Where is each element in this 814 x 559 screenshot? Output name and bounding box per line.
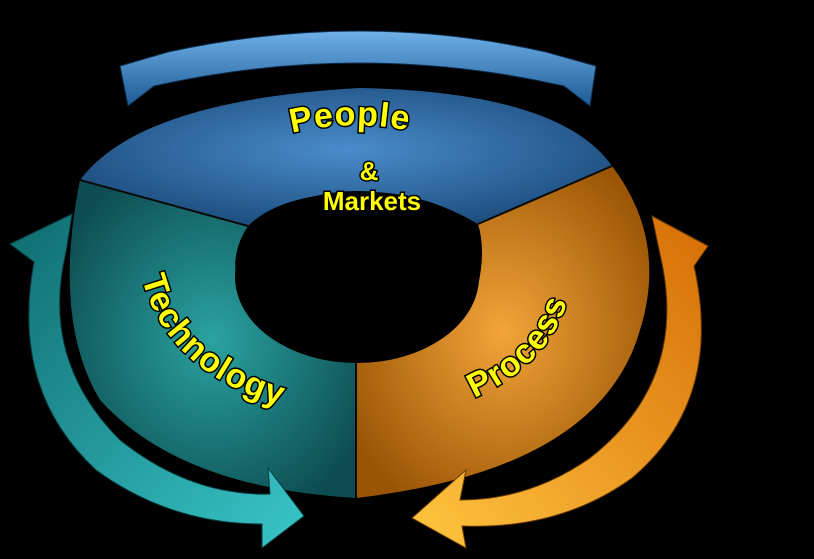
ring <box>69 88 650 498</box>
label-ampersand: & <box>360 156 379 186</box>
segment-process <box>356 166 650 498</box>
label-markets: Markets <box>323 186 421 216</box>
center-hole <box>235 191 479 363</box>
left-arrow <box>9 213 305 550</box>
top-arrow <box>119 30 597 107</box>
segment-people <box>80 88 612 226</box>
segment-technology <box>69 180 357 498</box>
right-arrow <box>411 215 709 549</box>
arrows <box>9 30 709 550</box>
